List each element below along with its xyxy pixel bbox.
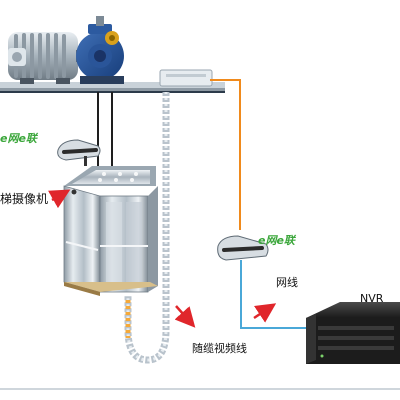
motor-icon	[8, 16, 124, 84]
bridge-link-line	[210, 79, 241, 230]
hoistway-junction-box	[159, 69, 213, 87]
elevator-car-icon	[63, 166, 158, 296]
camera-arrow	[48, 189, 71, 209]
traveling-cable	[124, 92, 170, 364]
nvr-label: NVR	[360, 292, 384, 305]
network-cable-label: 网线	[276, 276, 298, 289]
network-arrow	[253, 303, 277, 323]
nvr-recorder-icon	[306, 302, 400, 364]
brand-mark-right: e网e联	[258, 234, 295, 247]
video-cable-arrow	[174, 305, 196, 328]
hoist-ropes	[97, 92, 113, 168]
arrows	[48, 189, 277, 328]
camera-label: 梯摄像机	[0, 192, 49, 206]
brand-mark-left: e网e联	[0, 132, 37, 145]
network-line	[240, 260, 306, 329]
bridge-upper-icon	[57, 139, 101, 166]
bridge-lower-icon	[217, 235, 269, 261]
video-cable-label: 随缆视频线	[192, 342, 247, 355]
floor-line	[0, 388, 400, 390]
